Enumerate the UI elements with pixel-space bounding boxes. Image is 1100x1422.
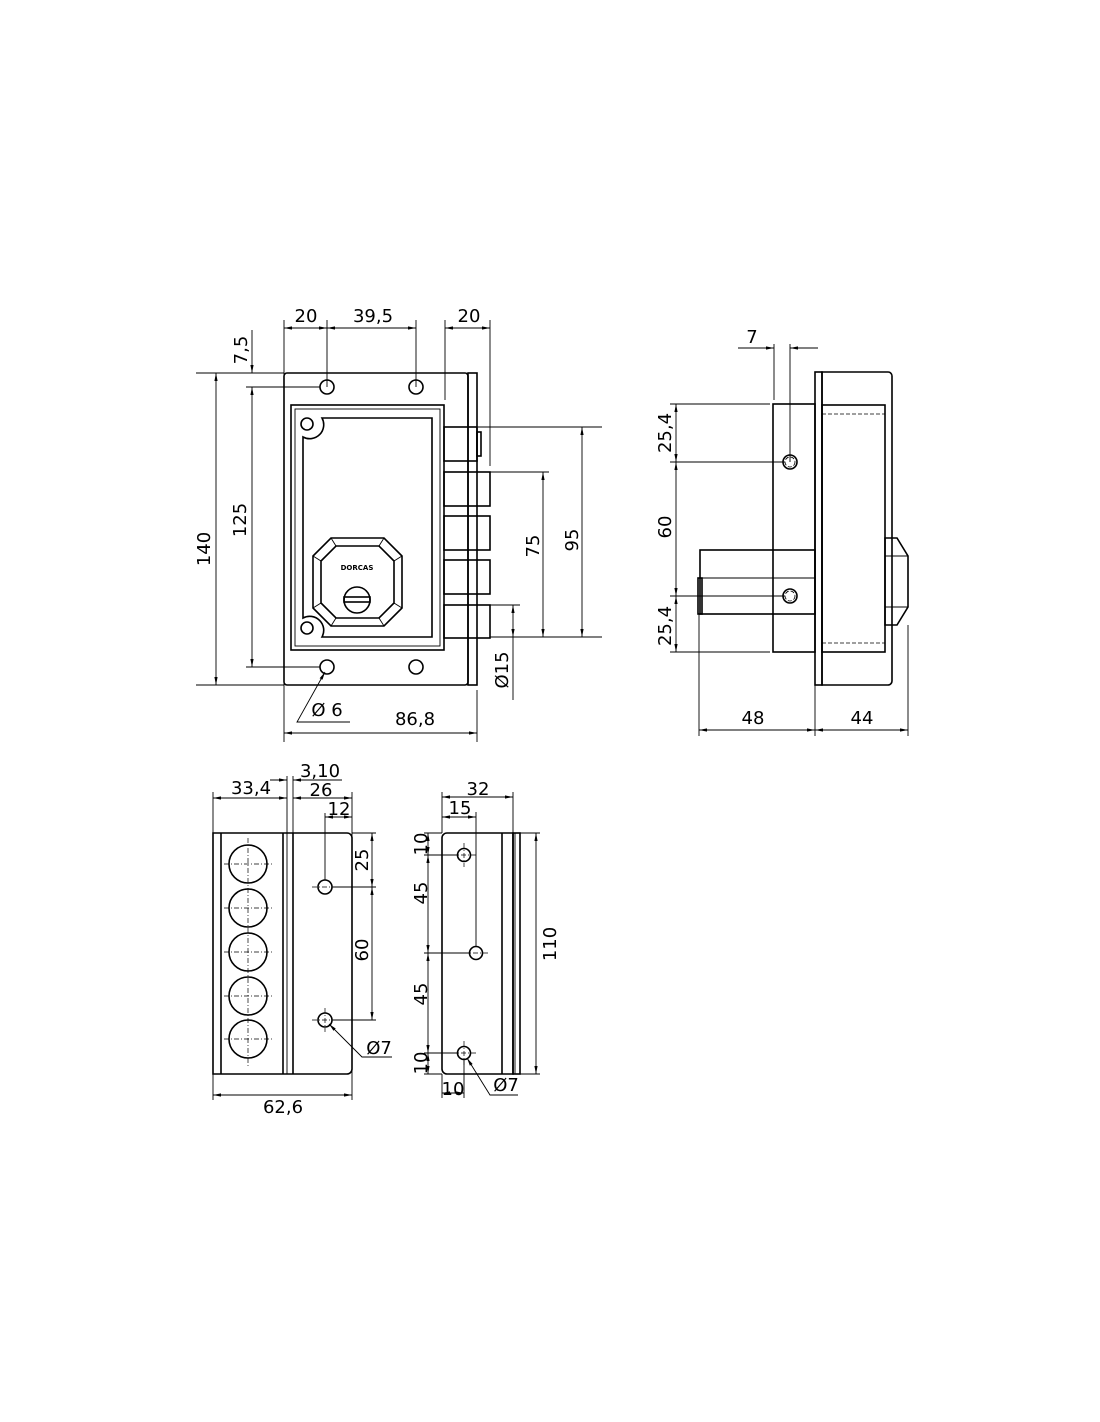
dim-height-total: 140 xyxy=(194,532,215,566)
dim-width-26: 26 xyxy=(310,780,333,801)
mounting-hole xyxy=(319,659,335,675)
dim-top-10: 10 xyxy=(411,833,432,856)
dim-top-25: 25,4 xyxy=(655,413,676,453)
dim-gap: 3,10 xyxy=(300,761,340,782)
dim-hole-spacing: 39,5 xyxy=(353,306,393,327)
dim-depth-48: 48 xyxy=(742,708,765,729)
dim-bolt-span-75: 75 xyxy=(523,535,544,558)
dim-left-offset: 20 xyxy=(295,306,318,327)
dim-bolt-span-95: 95 xyxy=(562,529,583,552)
bolts xyxy=(443,426,491,639)
dim-hole-offset-15: 15 xyxy=(449,798,472,819)
dim-top-offset: 7,5 xyxy=(231,336,252,365)
key-cylinder: DORCAS xyxy=(312,537,403,627)
dim-hole-diameter: Ø7 xyxy=(493,1075,519,1096)
dim-bottom-25: 25,4 xyxy=(655,606,676,646)
dim-hole-diameter: Ø7 xyxy=(366,1038,392,1059)
dim-total-width: 62,6 xyxy=(263,1097,303,1118)
dim-bolt-diameter: Ø15 xyxy=(492,651,513,688)
keeper-view: 33,4 3,10 26 12 25 60 Ø7 62,6 xyxy=(212,761,392,1118)
dim-top-25: 25 xyxy=(352,849,373,872)
bolt-openings xyxy=(224,838,272,1066)
dim-depth-44: 44 xyxy=(851,708,874,729)
dim-width-total: 86,8 xyxy=(395,709,435,730)
brand-logo: DORCAS xyxy=(341,564,374,572)
dim-width-32: 32 xyxy=(467,779,490,800)
dim-spacing-60: 60 xyxy=(352,939,373,962)
dim-bolt-throw: 20 xyxy=(458,306,481,327)
dim-spacing-45a: 45 xyxy=(411,882,432,905)
dim-bottom-10: 10 xyxy=(411,1052,432,1075)
strike-plate-view: 32 15 110 10 45 45 10 10 Ø7 xyxy=(411,779,561,1100)
dim-hole-offset: 7 xyxy=(746,327,757,348)
dim-hole-diameter: Ø 6 xyxy=(311,700,342,721)
dim-height-110: 110 xyxy=(540,927,561,961)
side-view: 7 25,4 60 25,4 48 44 xyxy=(655,327,909,736)
dim-bottom-offset-10: 10 xyxy=(442,1079,465,1100)
dim-middle-60: 60 xyxy=(655,516,676,539)
dim-width-33: 33,4 xyxy=(231,778,271,799)
mounting-hole xyxy=(408,659,424,675)
dim-spacing-45b: 45 xyxy=(411,983,432,1006)
dim-hole-offset-12: 12 xyxy=(328,799,351,820)
front-view: DORCAS 20 39,5 20 7,5 140 125 95 75 Ø15 … xyxy=(194,306,602,742)
dim-hole-vertical: 125 xyxy=(230,503,251,537)
